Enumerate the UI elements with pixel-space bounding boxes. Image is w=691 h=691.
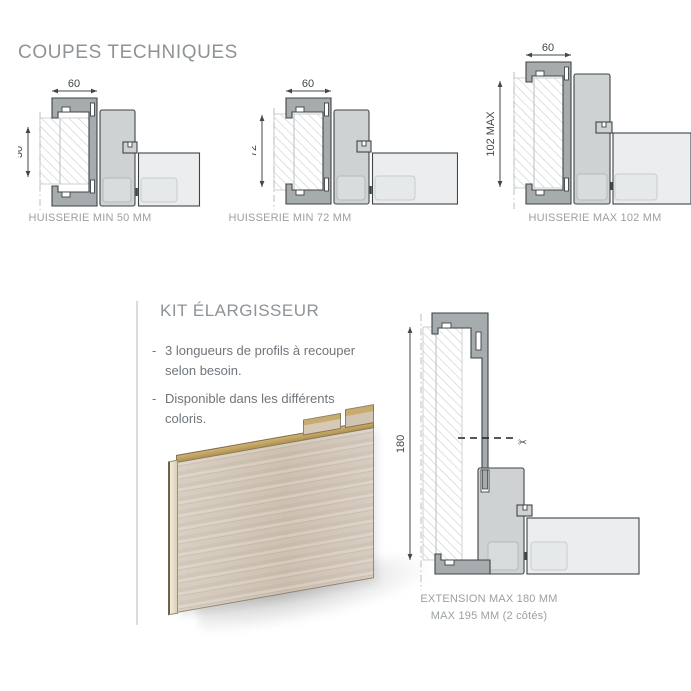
technical-diagram-huisserie-102: 60 102 MAX xyxy=(485,42,691,209)
dimension-label-width: 60 xyxy=(302,78,314,90)
extension-caption: EXTENSION MAX 180 MM MAX 195 MM (2 côtés… xyxy=(389,591,589,624)
diagram-caption: HUISSERIE MIN 50 MM xyxy=(28,212,152,224)
wood-panel-thickness-edge xyxy=(168,459,178,616)
diagram-caption: HUISSERIE MAX 102 MM xyxy=(528,212,662,224)
technical-diagram-extension: ✂ 180 xyxy=(395,312,640,590)
section-divider-rule xyxy=(136,301,138,625)
wall-hatch xyxy=(39,117,90,185)
bullet-marker: - xyxy=(152,391,157,406)
dimension-label-height: 180 xyxy=(395,435,407,453)
technical-diagram-huisserie-72: 60 72 xyxy=(252,78,458,210)
kit-bullet-list: - 3 longueurs de profils à recouper selo… xyxy=(152,341,376,437)
bullet-text: Disponible dans les différents coloris. xyxy=(165,391,335,426)
frame-profile-bottom xyxy=(434,553,491,575)
wall-hatch xyxy=(273,113,324,191)
diagram-caption: HUISSERIE MIN 72 MM xyxy=(228,212,352,224)
bullet-text: 3 longueurs de profils à recouper selon … xyxy=(165,343,356,378)
scissors-icon: ✂ xyxy=(518,436,527,449)
wall-hatch xyxy=(513,77,564,189)
extension-caption-line1: EXTENSION MAX 180 MM xyxy=(420,593,558,605)
kit-section-title: KIT ÉLARGISSEUR xyxy=(160,301,320,320)
dimension-label-height: 102 MAX xyxy=(485,111,497,157)
wall-hatch xyxy=(422,326,463,561)
extension-caption-line2: MAX 195 MM (2 côtés) xyxy=(430,609,548,622)
dimension-label-width: 60 xyxy=(542,42,554,54)
dimension-label-height: 50 xyxy=(18,146,25,158)
bullet-marker: - xyxy=(152,343,157,358)
bullet-item: - Disponible dans les différents coloris… xyxy=(152,389,376,428)
dimension-label-height: 72 xyxy=(252,145,259,157)
page-title: COUPES TECHNIQUES xyxy=(18,42,238,63)
dimension-label-width: 60 xyxy=(68,78,80,90)
bullet-item: - 3 longueurs de profils à recouper selo… xyxy=(152,341,376,380)
technical-diagram-huisserie-50: 60 50 xyxy=(18,78,201,210)
frame-body xyxy=(573,73,611,205)
frame-profile-extension xyxy=(431,312,489,491)
